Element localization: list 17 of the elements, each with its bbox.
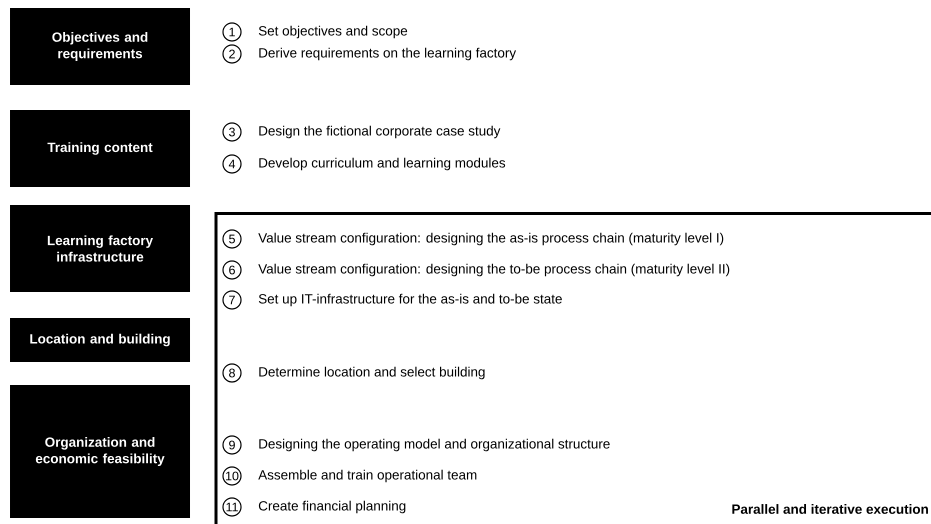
- step-text: Set objectives and scope: [258, 26, 408, 38]
- step-text: Determine location and select building: [259, 366, 485, 380]
- note-label: Parallel and iterative execution: [732, 504, 928, 514]
- step-text: Designing the operating model and organizational structure: [259, 438, 610, 452]
- category-box: Objectives and requirements: [10, 8, 190, 85]
- step-text: Set up IT-infrastructure for the as-is and to-be state: [258, 294, 562, 306]
- category-box: Location and building: [10, 318, 190, 362]
- step-text: Develop curriculum and learning modules: [259, 158, 506, 170]
- step-text: Assemble and train operational team: [258, 470, 476, 482]
- category-box: Training content: [10, 110, 190, 187]
- step-text: Value stream configuration: designing the to-be process chain (maturity level II): [258, 264, 730, 276]
- step-text: Design the fictional corporate case study: [259, 126, 500, 138]
- step-text: Value stream configuration: designing the as-is process chain (maturity level I): [258, 232, 724, 246]
- step-text: Derive requirements on the learning factory: [259, 48, 516, 60]
- step-text: Create financial planning: [258, 500, 406, 514]
- category-box: Learning factory infrastructure: [10, 205, 190, 292]
- category-box: Organization and economic feasibility: [10, 385, 190, 518]
